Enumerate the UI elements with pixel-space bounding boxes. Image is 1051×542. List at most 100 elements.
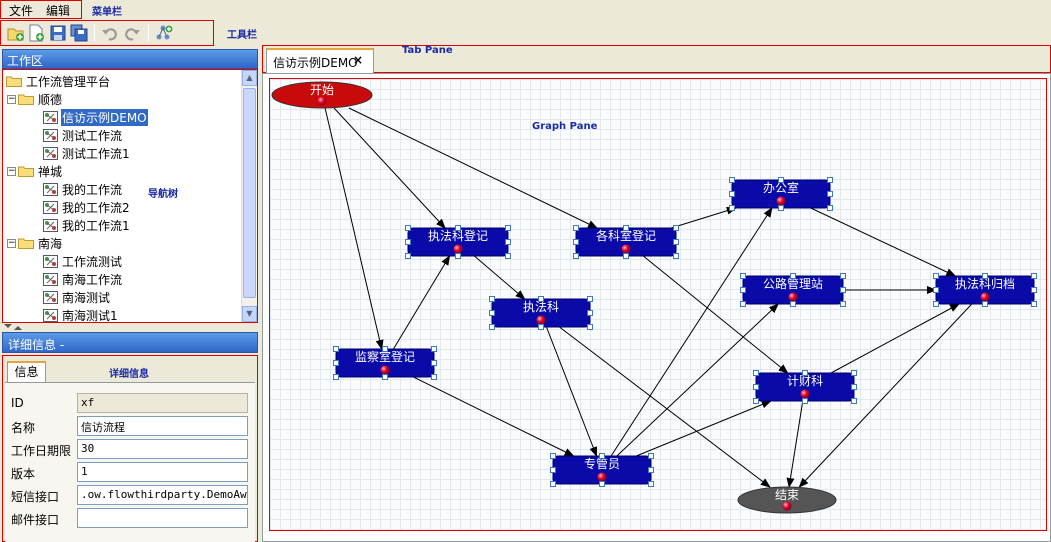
resize-handle[interactable] (740, 273, 746, 279)
tree-group[interactable]: −顺德 (7, 90, 63, 108)
panel-splitter[interactable] (2, 323, 258, 332)
edge-start-zfl[interactable] (333, 107, 446, 229)
tree-item[interactable]: 工作流测试 (43, 252, 123, 270)
scroll-down-arrow-icon[interactable]: ▼ (242, 306, 257, 322)
resize-handle[interactable] (573, 253, 579, 259)
resize-handle[interactable] (599, 481, 605, 487)
edge-zgy-jck[interactable] (636, 400, 772, 457)
resize-handle[interactable] (599, 453, 605, 459)
resize-handle[interactable] (933, 273, 939, 279)
resize-handle[interactable] (648, 481, 654, 487)
field-input[interactable]: 30 (77, 439, 248, 459)
resize-handle[interactable] (648, 453, 654, 459)
node-glz[interactable]: 公路管理站 (740, 273, 846, 307)
save-all-icon[interactable] (70, 24, 88, 42)
resize-handle[interactable] (648, 467, 654, 473)
resize-handle[interactable] (489, 296, 495, 302)
resize-handle[interactable] (1031, 301, 1037, 307)
resize-handle[interactable] (538, 324, 544, 330)
resize-handle[interactable] (333, 346, 339, 352)
resize-handle[interactable] (587, 310, 593, 316)
tree-item[interactable]: 我的工作流1 (43, 216, 131, 234)
resize-handle[interactable] (587, 296, 593, 302)
close-icon[interactable]: × (352, 53, 363, 67)
resize-handle[interactable] (550, 481, 556, 487)
resize-handle[interactable] (827, 191, 833, 197)
resize-handle[interactable] (623, 225, 629, 231)
edge-jck-end[interactable] (786, 400, 804, 488)
edge-start-gks[interactable] (348, 107, 598, 229)
resize-handle[interactable] (1031, 273, 1037, 279)
collapse-icon[interactable]: − (7, 237, 16, 248)
node-gks[interactable]: 各科室登记 (573, 225, 679, 259)
resize-handle[interactable] (729, 191, 735, 197)
node-jck[interactable]: 计财科 (753, 370, 857, 404)
edge-zfl-zfk[interactable] (474, 255, 526, 300)
resize-handle[interactable] (587, 324, 593, 330)
resize-handle[interactable] (827, 177, 833, 183)
resize-handle[interactable] (790, 301, 796, 307)
tree-group[interactable]: −禅城 (7, 162, 63, 180)
resize-handle[interactable] (333, 360, 339, 366)
resize-handle[interactable] (740, 301, 746, 307)
tab-demo-workflow[interactable]: 信访示例DEMO × (266, 48, 374, 74)
resize-handle[interactable] (431, 346, 437, 352)
edge-jck-zfg[interactable] (830, 303, 960, 374)
edge-jcs-zfl[interactable] (393, 255, 451, 350)
resize-handle[interactable] (740, 287, 746, 293)
tree-item[interactable]: 南海工作流 (43, 270, 123, 288)
resize-handle[interactable] (982, 301, 988, 307)
scroll-thumb[interactable] (243, 88, 256, 298)
resize-handle[interactable] (729, 177, 735, 183)
resize-handle[interactable] (729, 205, 735, 211)
resize-handle[interactable] (673, 239, 679, 245)
tree-scrollbar[interactable]: ▲ ▼ (241, 70, 257, 322)
resize-handle[interactable] (790, 273, 796, 279)
port-icon[interactable] (776, 196, 786, 206)
resize-handle[interactable] (538, 296, 544, 302)
node-start[interactable]: 开始 (271, 81, 373, 109)
field-input[interactable] (77, 508, 248, 528)
resize-handle[interactable] (840, 287, 846, 293)
resize-handle[interactable] (840, 301, 846, 307)
node-zgy[interactable]: 专管员 (550, 453, 654, 487)
node-shape[interactable] (737, 486, 837, 514)
collapse-icon[interactable]: − (7, 93, 16, 104)
port-icon[interactable] (317, 96, 327, 106)
resize-handle[interactable] (851, 370, 857, 376)
add-node-icon[interactable] (155, 24, 173, 42)
resize-handle[interactable] (982, 273, 988, 279)
resize-handle[interactable] (382, 374, 388, 380)
resize-handle[interactable] (673, 225, 679, 231)
collapse-icon[interactable]: − (7, 165, 16, 176)
resize-handle[interactable] (623, 253, 629, 259)
tree-item[interactable]: 测试工作流1 (43, 144, 131, 162)
node-zfk[interactable]: 执法科 (489, 296, 593, 330)
resize-handle[interactable] (933, 301, 939, 307)
resize-handle[interactable] (753, 384, 759, 390)
port-icon[interactable] (788, 292, 798, 302)
tree-item[interactable]: 测试工作流 (43, 126, 123, 144)
edge-bgs-zfg[interactable] (810, 207, 957, 277)
port-icon[interactable] (597, 472, 607, 482)
edge-jcs-zgy[interactable] (413, 376, 575, 457)
resize-handle[interactable] (673, 253, 679, 259)
resize-handle[interactable] (431, 374, 437, 380)
resize-handle[interactable] (933, 287, 939, 293)
port-icon[interactable] (453, 244, 463, 254)
undo-icon[interactable] (101, 24, 119, 42)
resize-handle[interactable] (573, 239, 579, 245)
tab-info[interactable]: 信息 (7, 361, 46, 382)
port-icon[interactable] (621, 244, 631, 254)
tree-item[interactable]: 信访示例DEMO (43, 108, 148, 126)
tree-group[interactable]: −南海 (7, 234, 63, 252)
tree-root[interactable]: 工作流管理平台 (6, 72, 111, 90)
port-icon[interactable] (980, 292, 990, 302)
resize-handle[interactable] (753, 370, 759, 376)
edge-gks-jck[interactable] (642, 255, 789, 374)
redo-icon[interactable] (123, 24, 141, 42)
node-zfl[interactable]: 执法科登记 (405, 225, 511, 259)
port-icon[interactable] (800, 389, 810, 399)
resize-handle[interactable] (1031, 287, 1037, 293)
